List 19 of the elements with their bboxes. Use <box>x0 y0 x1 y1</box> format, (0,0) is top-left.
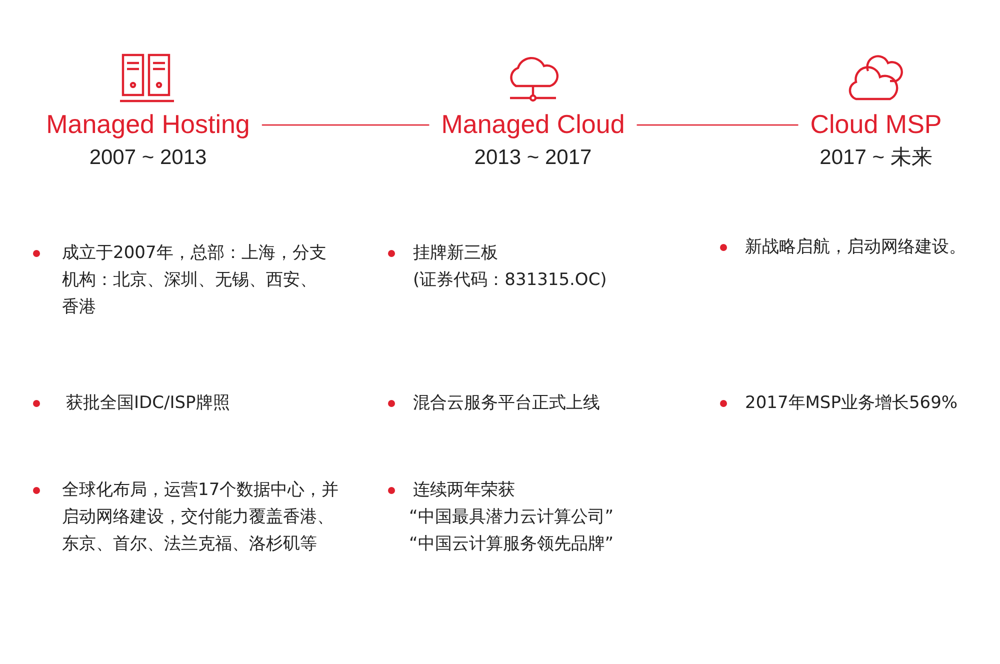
list-item-text: 全球化布局，运营17个数据中心，并启动网络建设，交付能力覆盖香港、东京、首尔、法兰克福、洛杉矶等 <box>62 479 340 556</box>
list-item-text: 连续两年荣获 <box>413 479 516 502</box>
year-range: 2017 ~ 未来 <box>818 145 934 171</box>
stage-title: Cloud MSP <box>810 108 942 140</box>
list-item-text: “中国最具潜力云计算公司” <box>409 506 615 529</box>
list-item-text: 2017年MSP业务增长569% <box>745 392 959 415</box>
list-item-text: 获批全国IDC/ISP牌照 <box>66 392 231 415</box>
list-item-text: 新战略启航，启动网络建设。 <box>745 236 967 259</box>
year-range: 2013 ~ 2017 <box>473 145 593 171</box>
stage-title: Managed Cloud <box>441 108 625 140</box>
year-range: 2007 ~ 2013 <box>88 145 208 171</box>
stage-title: Managed Hosting <box>46 108 250 140</box>
connector-line <box>262 124 430 126</box>
list-item-text: 挂牌新三板 <box>413 242 499 265</box>
list-item-text: 混合云服务平台正式上线 <box>413 392 601 415</box>
list-item-text: (证券代码：831315.OC) <box>413 269 608 292</box>
connector-line <box>636 124 798 126</box>
list-item-text: 成立于2007年，总部：上海，分支机构：北京、深圳、无锡、西安、香港 <box>62 242 328 319</box>
list-item-text: “中国云计算服务领先品牌” <box>409 533 615 556</box>
